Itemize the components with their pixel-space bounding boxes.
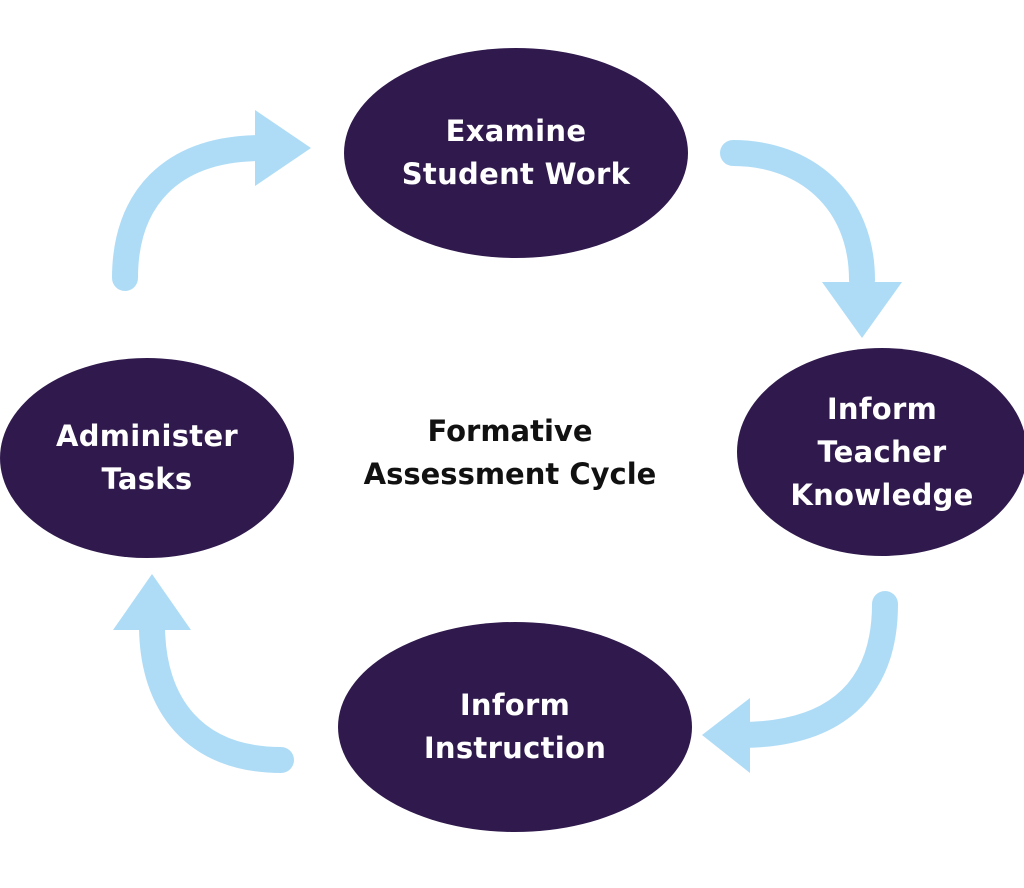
- node-label-line: Teacher: [817, 434, 947, 469]
- node-administer-tasks: Administer Tasks: [0, 358, 294, 558]
- node-label-line: Knowledge: [790, 477, 974, 512]
- node-label-line: Inform: [459, 688, 571, 722]
- node-label-line: Inform: [826, 391, 938, 426]
- arrow-examine-to-knowledge-shaft: [720, 140, 875, 293]
- node-examine-student-work: Examine Student Work: [344, 48, 688, 258]
- center-title-line: Formative: [427, 414, 593, 448]
- arrow-instruction-to-administer-shaft: [139, 612, 294, 773]
- arrow-instruction-to-administer-head: [113, 574, 191, 630]
- center-title: Formative Assessment Cycle: [330, 410, 690, 496]
- node-label-line: Instruction: [423, 731, 607, 765]
- arrow-administer-to-examine-head: [255, 110, 311, 186]
- center-title-line: Assessment Cycle: [363, 457, 657, 491]
- node-label-line: Student Work: [401, 157, 631, 191]
- node-inform-teacher-knowledge: Inform Teacher Knowledge: [737, 348, 1024, 556]
- node-label-line: Examine: [445, 114, 587, 148]
- node-label-line: Tasks: [101, 462, 193, 496]
- node-inform-instruction: Inform Instruction: [338, 622, 692, 832]
- arrow-examine-to-knowledge-head: [822, 282, 902, 338]
- arrow-knowledge-to-instruction-shaft: [727, 591, 898, 748]
- arrow-administer-to-examine-shaft: [112, 135, 275, 291]
- arrow-knowledge-to-instruction-head: [702, 698, 750, 773]
- node-label-line: Administer: [55, 419, 239, 453]
